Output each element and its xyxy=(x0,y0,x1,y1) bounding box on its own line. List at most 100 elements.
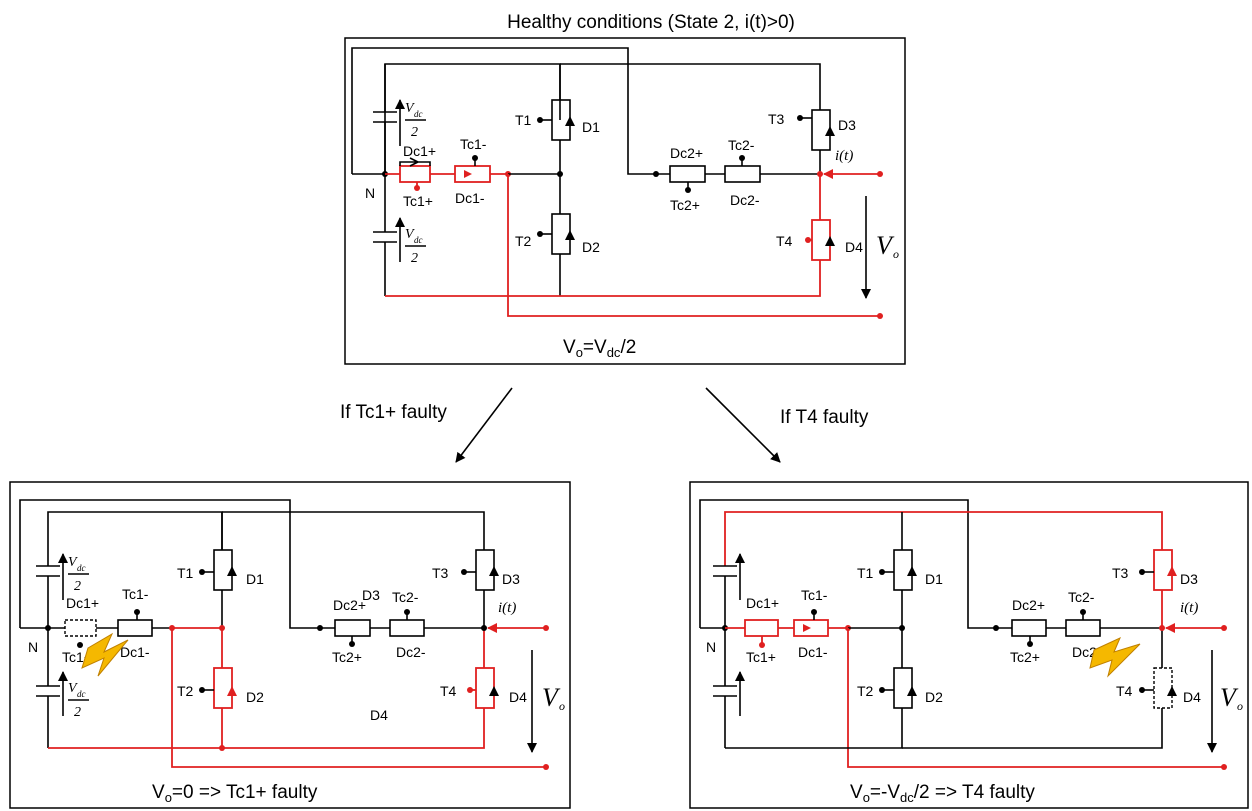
switch-Tc2m xyxy=(724,165,761,183)
svg-text:T2: T2 xyxy=(177,683,194,699)
svg-text:o: o xyxy=(1237,699,1243,713)
svg-text:Dc1-: Dc1- xyxy=(798,644,828,660)
svg-text:N: N xyxy=(28,639,38,655)
svg-text:2: 2 xyxy=(411,251,418,266)
switch-T3-active xyxy=(1153,549,1173,591)
label-if-t4-faulty: If T4 faulty xyxy=(780,407,869,428)
wire-top-right xyxy=(560,63,821,110)
arrow-to-right xyxy=(705,387,781,463)
current-path-output xyxy=(507,174,880,317)
svg-text:T3: T3 xyxy=(768,111,785,127)
svg-text:Tc1-: Tc1- xyxy=(801,587,828,603)
svg-text:Dc2-: Dc2- xyxy=(396,644,426,660)
svg-text:T4: T4 xyxy=(776,233,793,249)
svg-text:dc: dc xyxy=(414,235,423,245)
svg-text:V: V xyxy=(68,555,78,570)
svg-text:D3: D3 xyxy=(1180,571,1198,587)
svg-text:D2: D2 xyxy=(246,689,264,705)
switch-Tc1p-faulty xyxy=(64,619,97,637)
panel-healthy: V dc 2 V dc 2 N Dc1+ Tc1- Tc1+ Dc1- xyxy=(344,37,906,365)
svg-text:V: V xyxy=(405,101,415,116)
diagram-title: Healthy conditions (State 2, i(t)>0) xyxy=(507,12,795,33)
svg-text:T3: T3 xyxy=(1112,565,1129,581)
caption-t4-fault: Vo=-Vdc/2 => T4 faulty xyxy=(850,782,1035,805)
svg-text:T2: T2 xyxy=(515,233,532,249)
svg-text:Dc1+: Dc1+ xyxy=(746,595,779,611)
svg-text:D4: D4 xyxy=(509,689,527,705)
svg-text:Tc1-: Tc1- xyxy=(122,586,149,602)
svg-text:Tc1+: Tc1+ xyxy=(403,193,433,209)
capacitor-upper xyxy=(373,64,397,174)
svg-text:D1: D1 xyxy=(246,571,264,587)
svg-text:D3: D3 xyxy=(838,117,856,133)
svg-text:D2: D2 xyxy=(925,689,943,705)
svg-text:T4: T4 xyxy=(1116,683,1133,699)
svg-text:Dc1+: Dc1+ xyxy=(66,595,99,611)
svg-text:Tc2-: Tc2- xyxy=(728,137,755,153)
svg-text:Dc2+: Dc2+ xyxy=(1012,597,1045,613)
svg-text:D3: D3 xyxy=(502,571,520,587)
svg-text:Tc1+: Tc1+ xyxy=(746,649,776,665)
switch-T4 xyxy=(811,219,831,261)
svg-text:Dc2+: Dc2+ xyxy=(333,597,366,613)
svg-text:D3: D3 xyxy=(362,587,380,603)
caption-tc1-fault: Vo=0 => Tc1+ faulty xyxy=(152,782,318,805)
label-N: N xyxy=(365,185,375,201)
panel-healthy-frame xyxy=(344,37,906,365)
svg-text:V: V xyxy=(1220,683,1239,712)
svg-text:2: 2 xyxy=(74,579,81,594)
svg-text:T1: T1 xyxy=(177,565,194,581)
svg-text:Tc2-: Tc2- xyxy=(1068,589,1095,605)
switch-T3 xyxy=(811,109,831,151)
svg-text:D4: D4 xyxy=(845,239,863,255)
svg-text:dc: dc xyxy=(414,109,423,119)
svg-text:2: 2 xyxy=(411,125,418,140)
svg-text:D1: D1 xyxy=(582,119,600,135)
svg-text:T2: T2 xyxy=(857,683,874,699)
arrow-to-left xyxy=(455,387,513,463)
switch-Tc1m xyxy=(454,165,491,183)
svg-text:dc: dc xyxy=(77,689,86,699)
svg-text:i(t): i(t) xyxy=(1180,600,1198,616)
svg-text:Tc2+: Tc2+ xyxy=(670,197,700,213)
svg-text:Tc2+: Tc2+ xyxy=(1010,649,1040,665)
switch-Tc2p xyxy=(669,165,706,183)
svg-text:D4: D4 xyxy=(370,707,388,723)
lightning-fault-icon xyxy=(81,632,129,677)
caption-healthy: Vo=Vdc/2 xyxy=(563,337,636,360)
panel-tc1-frame xyxy=(9,481,571,809)
switch-T2-active xyxy=(213,667,233,709)
panel-t4-frame xyxy=(689,481,1249,809)
switch-Tc1p xyxy=(399,165,431,183)
svg-text:V: V xyxy=(876,231,895,260)
svg-text:2: 2 xyxy=(74,705,81,720)
svg-text:V: V xyxy=(405,227,415,242)
svg-text:Tc1-: Tc1- xyxy=(460,136,487,152)
svg-text:V: V xyxy=(542,683,561,712)
svg-text:Dc2+: Dc2+ xyxy=(670,145,703,161)
label-if-tc1-faulty: If Tc1+ faulty xyxy=(340,402,447,423)
svg-text:D4: D4 xyxy=(1183,689,1201,705)
current-path-top xyxy=(724,511,1163,560)
svg-text:D1: D1 xyxy=(925,571,943,587)
svg-text:Tc2-: Tc2- xyxy=(392,589,419,605)
switch-T4-faulty xyxy=(1153,667,1173,709)
svg-text:Dc2-: Dc2- xyxy=(730,192,760,208)
switch-T2 xyxy=(551,213,571,255)
current-path-T4 xyxy=(385,174,821,297)
panel-tc1-fault: V dc 2 V dc 2 N Dc1+ Tc1- Tc1+ Dc1- T xyxy=(9,481,571,809)
svg-text:Tc2+: Tc2+ xyxy=(332,649,362,665)
svg-text:i(t): i(t) xyxy=(835,148,853,164)
svg-text:Dc1-: Dc1- xyxy=(120,644,150,660)
svg-text:o: o xyxy=(559,699,565,713)
svg-text:Dc1+: Dc1+ xyxy=(403,143,436,159)
svg-text:T3: T3 xyxy=(432,565,449,581)
svg-text:V: V xyxy=(68,681,78,696)
svg-text:T4: T4 xyxy=(440,683,457,699)
svg-text:dc: dc xyxy=(77,563,86,573)
svg-text:Dc1-: Dc1- xyxy=(455,190,485,206)
svg-text:T1: T1 xyxy=(515,112,532,128)
svg-text:T1: T1 xyxy=(857,565,874,581)
svg-text:N: N xyxy=(706,639,716,655)
